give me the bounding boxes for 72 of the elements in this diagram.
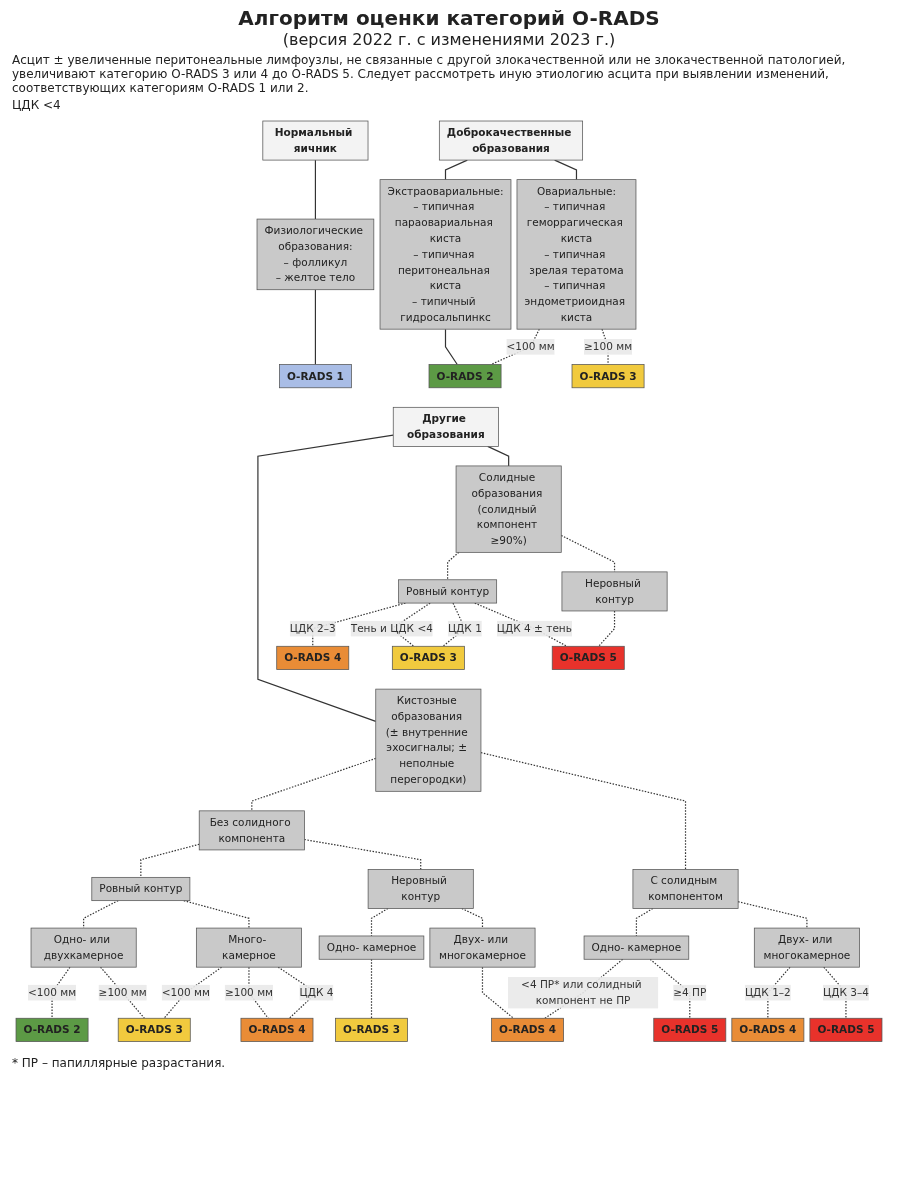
connector xyxy=(257,434,394,723)
connector xyxy=(480,752,687,871)
node-box: O-RADS 2 xyxy=(15,1017,89,1042)
edge-label: <100 мм xyxy=(161,986,210,999)
node-box: O-RADS 2 xyxy=(428,364,502,389)
node-box: O-RADS 4 xyxy=(491,1017,564,1042)
node-box: Одно- или двухкамерное xyxy=(30,927,137,968)
node-box: O-RADS 4 xyxy=(276,645,350,670)
connector xyxy=(99,966,145,1019)
connector xyxy=(487,445,510,467)
node-box: O-RADS 3 xyxy=(117,1017,191,1042)
node-box: Ровный контур xyxy=(91,877,191,902)
edge-label: ≥100 мм xyxy=(583,340,633,353)
node-box: Одно- камерное xyxy=(583,935,690,960)
node-box: Неровный контур xyxy=(561,571,668,612)
edge-label: ЦДК 2–3 xyxy=(289,622,336,635)
node-box: O-RADS 1 xyxy=(279,364,352,389)
connector xyxy=(598,610,616,647)
node-box: Двух- или многокамерное xyxy=(429,927,536,968)
title: Алгоритм оценки категорий O-RADS xyxy=(237,6,661,30)
node-box: Без солидного компонента xyxy=(198,810,305,851)
connector xyxy=(649,958,691,1019)
footnote: * ПР – папиллярные разрастания. xyxy=(12,1055,227,1070)
connector xyxy=(767,966,791,1019)
edge-label: ≥100 мм xyxy=(224,986,274,999)
node-box: Одно- камерное xyxy=(318,935,425,960)
node-box: Экстраовариальные: – типичная параовариальная киста – типичная перитонеальная киста – типичный гидросальпинкс xyxy=(379,179,512,330)
connector xyxy=(83,900,119,929)
node-box: O-RADS 4 xyxy=(240,1017,314,1042)
condition-text: ЦДК <4 xyxy=(12,98,62,112)
node-box: Доброкачественные образования xyxy=(438,120,583,161)
node-box: Овариальные: – типичная геморрагическая киста – типичная зрелая тератома – типичная эндометриоидная киста xyxy=(516,179,637,330)
node-box: O-RADS 3 xyxy=(391,645,465,670)
edge-label: ≥100 мм xyxy=(98,986,147,999)
edge-label: <100 мм xyxy=(27,986,77,999)
connector xyxy=(461,907,484,929)
edge-label: ЦДК 1–2 xyxy=(744,986,791,999)
subtitle: (версия 2022 г. с изменениями 2023 г.) xyxy=(281,30,617,49)
note-text: Асцит ± увеличенные перитонеальные лимфоузлы, не связанные с другой злокачественной или не злокачественной патологией, увеличивают категорию O-RADS 3 или 4 до O-RADS 5. Следует рассмотреть иную этиологию асцита при выявлении изменений, соответствующих категориям O-RADS 1 или 2. xyxy=(12,53,847,95)
connector xyxy=(51,966,71,1019)
node-box: Кистозные образования (± внутренние эхосигналы; ± неполные перегородки) xyxy=(375,688,482,792)
edge-label: Тень и ЦДК <4 xyxy=(350,622,433,635)
node-box: O-RADS 4 xyxy=(731,1017,805,1042)
node-box: Солидные образования (солидный компонент ≥90%) xyxy=(455,465,562,553)
node-box: Нормальный яичник xyxy=(262,120,369,161)
node-box: O-RADS 5 xyxy=(653,1017,727,1042)
connector xyxy=(314,159,317,220)
node-box: Двух- или многокамерное xyxy=(753,927,860,968)
connector xyxy=(163,966,223,1019)
edge-label: ЦДК 3–4 xyxy=(823,986,869,999)
edge-label: ≥4 ПР xyxy=(673,986,707,999)
node-box: С солидным компонентом xyxy=(632,869,739,909)
connector xyxy=(823,966,847,1019)
node-box: O-RADS 3 xyxy=(571,364,645,389)
connector xyxy=(140,843,200,878)
node-box: O-RADS 3 xyxy=(335,1017,408,1042)
node-box: O-RADS 5 xyxy=(551,645,625,670)
connector xyxy=(314,289,317,366)
edge-label: <100 мм xyxy=(506,340,555,353)
node-box: Неровный контур xyxy=(367,869,474,909)
connector xyxy=(554,159,578,181)
edge-label: <4 ПР* или солидный компонент не ПР xyxy=(521,978,642,1007)
edge-label: ЦДК 4 ± тень xyxy=(496,622,572,635)
connector xyxy=(444,159,468,181)
node-box: Ровный контур xyxy=(398,579,498,604)
connector xyxy=(444,328,458,366)
node-box: Другие образования xyxy=(392,406,499,447)
node-box: O-RADS 5 xyxy=(809,1017,883,1042)
edge-label: ЦДК 1 xyxy=(447,622,482,635)
node-box: Физиологические образования: – фолликул – желтое тело xyxy=(256,218,375,291)
node-box: Много- камерное xyxy=(196,927,302,968)
edge-label: ЦДК 4 xyxy=(299,986,334,999)
